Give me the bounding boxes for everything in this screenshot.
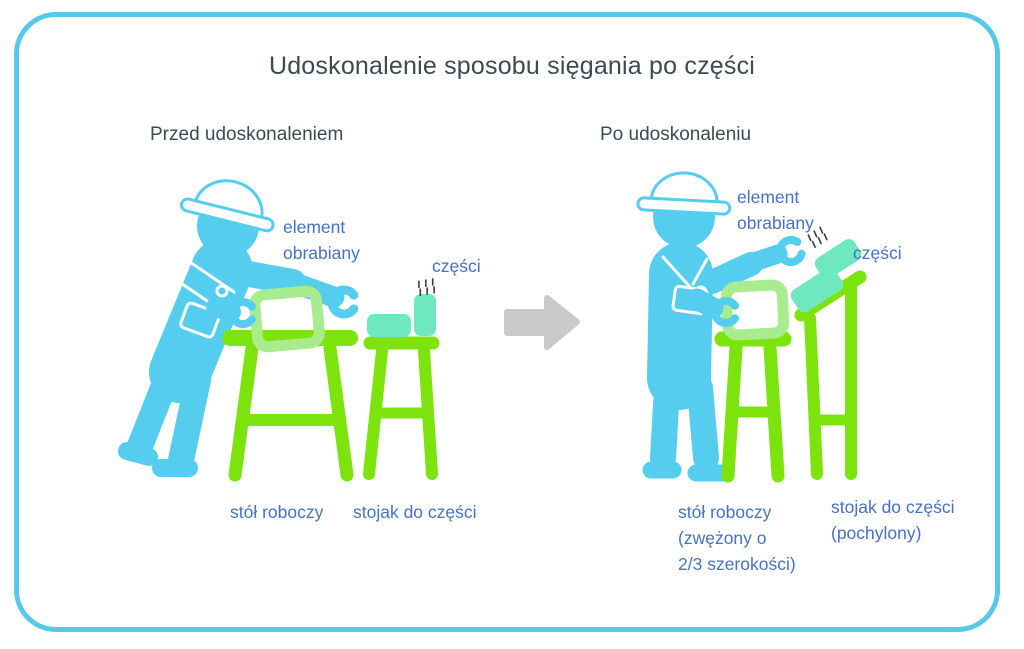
before-parts-marks-icon [418, 278, 435, 297]
before-gripper-far-icon [327, 285, 359, 319]
after-heading: Po udoskonaleniu [600, 124, 752, 145]
after-worker-icon [636, 171, 806, 482]
after-worktable-label: stół roboczy (zwężony o 2/3 szerokości) [678, 502, 796, 574]
before-workbench-icon [222, 330, 358, 482]
before-heading: Przed udoskonaleniem [150, 124, 344, 145]
before-parts-stand-icon [363, 336, 440, 480]
after-workpiece-icon [720, 279, 790, 341]
before-workpiece-icon [249, 285, 325, 353]
after-parts-label: części [853, 243, 902, 263]
transform-arrow-icon [504, 295, 580, 350]
before-figure [118, 179, 440, 482]
before-hardhat-icon [179, 179, 275, 233]
after-stand-label: stojak do części (pochylony) [831, 497, 955, 543]
after-workpiece-label: element obrabiany [737, 187, 814, 233]
page-title: Udoskonalenie sposobu sięgania po części [268, 52, 756, 80]
after-parts-icon [790, 226, 862, 313]
before-parts-icon [367, 278, 436, 337]
after-workbench-icon [714, 331, 792, 483]
after-parts-marks-icon [807, 226, 828, 249]
before-stand-label: stojak do części [353, 502, 477, 522]
after-gripper-raised-icon [776, 236, 806, 266]
after-figure [636, 171, 867, 483]
before-worktable-label: stół roboczy [230, 502, 324, 522]
before-workpiece-label: element obrabiany [283, 217, 360, 263]
before-gripper-near-icon [206, 297, 256, 328]
before-worker-icon [118, 179, 359, 477]
before-parts-label: części [432, 256, 481, 276]
after-hardhat-icon [636, 171, 732, 216]
rounded-border [14, 12, 1000, 632]
after-gripper-near-icon [686, 288, 739, 327]
